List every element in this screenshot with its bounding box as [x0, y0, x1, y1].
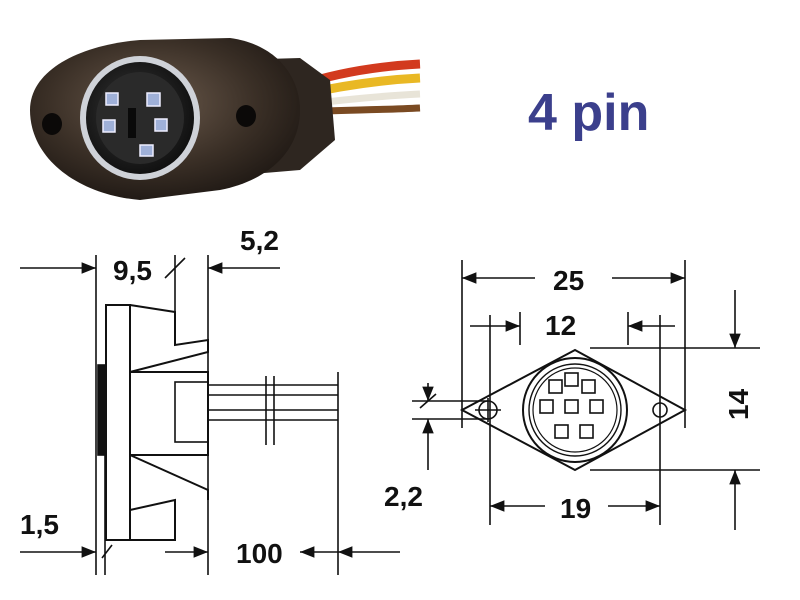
socket-pins — [102, 92, 168, 157]
front-view-drawing — [412, 260, 760, 530]
right-mounting-hole — [236, 105, 256, 127]
left-mounting-hole — [42, 113, 62, 135]
side-view-drawing — [20, 255, 400, 575]
dim-side-flange: 5,2 — [240, 225, 279, 256]
dim-front-hole-spacing: 12 — [545, 310, 576, 341]
dim-front-hole-diameter: 2,2 — [384, 481, 423, 512]
dim-front-height: 14 — [723, 388, 754, 420]
connector-photo — [30, 38, 421, 200]
dim-side-overall: 9,5 — [113, 255, 152, 286]
dim-front-body-width: 19 — [560, 493, 591, 524]
pin-count-title: 4 pin — [528, 84, 649, 142]
dim-side-thickness: 1,5 — [20, 509, 59, 540]
dim-front-width: 25 — [553, 265, 584, 296]
dim-side-wire-length: 100 — [236, 538, 283, 569]
